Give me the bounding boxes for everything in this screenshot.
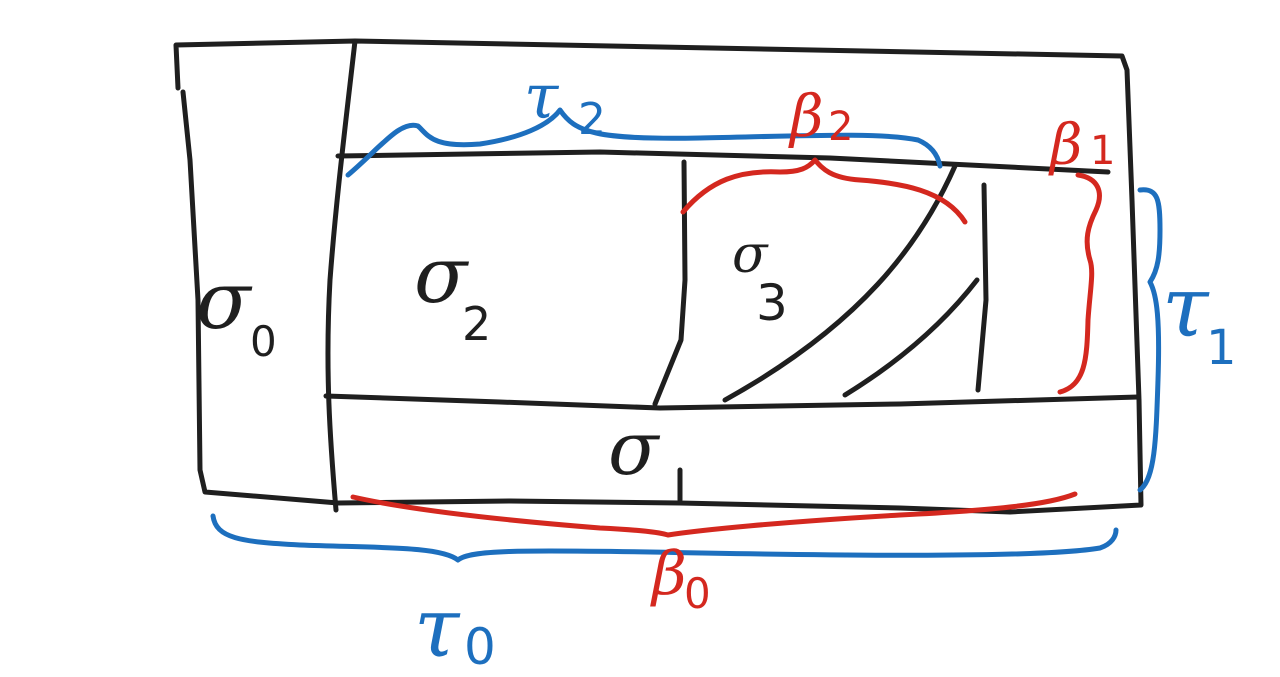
sigma3-subscript: 3 bbox=[756, 274, 788, 332]
sigma2-label: σ bbox=[414, 231, 469, 321]
sigma1-label: σ bbox=[608, 406, 661, 492]
beta2-brace bbox=[680, 157, 968, 225]
beta0-label: β bbox=[650, 539, 687, 609]
tau2-subscript: 2 bbox=[578, 94, 606, 145]
sigma0-label: σ bbox=[196, 254, 253, 347]
beta1-divider bbox=[975, 182, 989, 393]
hatch-line-2 bbox=[842, 277, 980, 398]
tau0-brace bbox=[210, 513, 1119, 563]
beta2-subscript: 2 bbox=[828, 104, 853, 150]
sigma2-sigma3-divider bbox=[652, 159, 688, 407]
tau1-brace bbox=[1137, 187, 1163, 493]
sigma0-divider bbox=[325, 38, 358, 513]
tau0-subscript: 0 bbox=[464, 618, 496, 676]
sigma3-label: σ bbox=[732, 225, 769, 285]
tau0-label: τ bbox=[414, 581, 461, 676]
beta0-brace bbox=[350, 491, 1078, 538]
tau1-subscript: 1 bbox=[1206, 320, 1237, 376]
beta1-subscript: 1 bbox=[1090, 128, 1115, 174]
beta1-label: β bbox=[1048, 113, 1082, 178]
sigma0-subscript: 0 bbox=[250, 317, 277, 366]
beta2-label: β bbox=[788, 82, 824, 150]
sigma2-subscript: 2 bbox=[462, 297, 491, 351]
tau2-label: τ bbox=[524, 60, 560, 133]
beta0-subscript: 0 bbox=[684, 569, 711, 618]
bottom-band-line bbox=[323, 393, 1141, 411]
beta1-brace bbox=[1057, 172, 1102, 395]
tau2-brace bbox=[345, 107, 943, 178]
tau1-label: τ bbox=[1162, 258, 1210, 356]
top-band-line bbox=[335, 149, 1111, 175]
